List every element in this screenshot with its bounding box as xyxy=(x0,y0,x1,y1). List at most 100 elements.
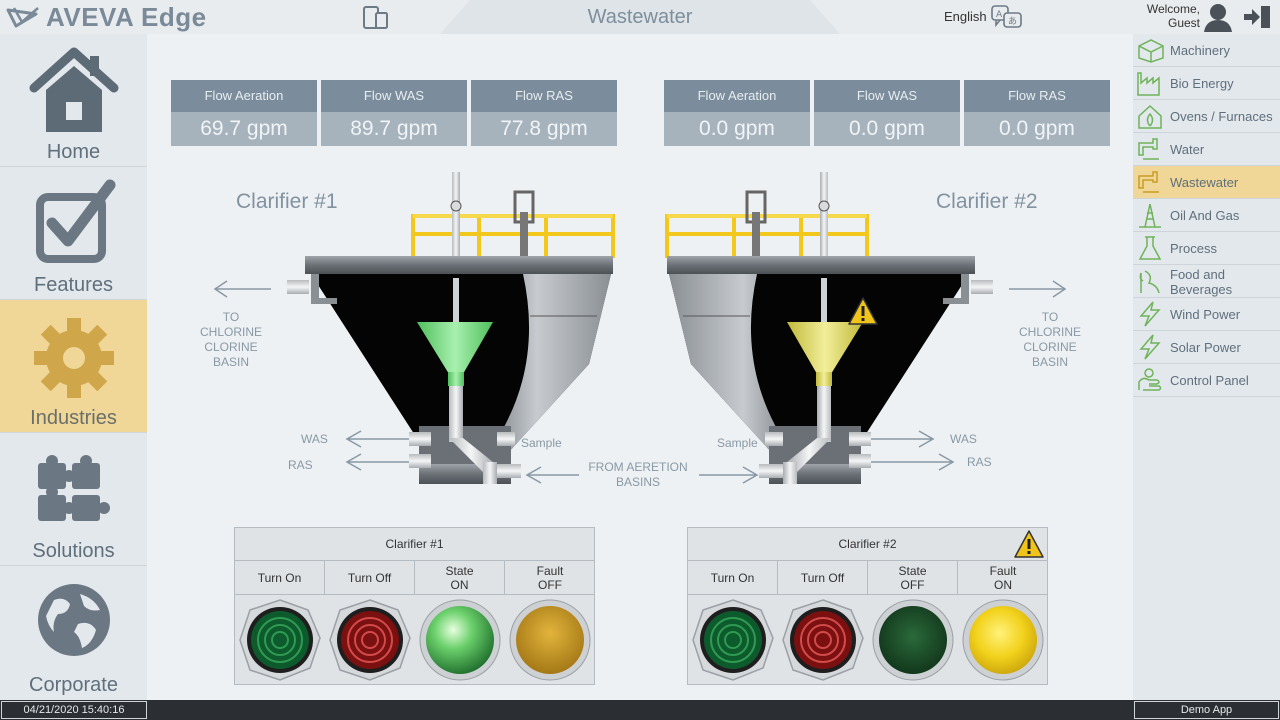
rnav-process[interactable]: Process xyxy=(1133,232,1280,265)
state-label: State xyxy=(445,564,474,578)
header-bar: AVEVA Edge Wastewater English A あ Welcom… xyxy=(0,0,1280,34)
flow-label: Flow Aeration xyxy=(171,80,317,112)
col-fault: Fault OFF xyxy=(505,561,595,595)
col-turn-on: Turn On xyxy=(235,561,325,595)
rnav-label: Wind Power xyxy=(1170,307,1241,322)
state-value: OFF xyxy=(900,578,925,592)
turn-off-button-1[interactable] xyxy=(328,598,412,682)
col-state: State ON xyxy=(415,561,505,595)
fault-indicator-2 xyxy=(962,599,1044,681)
tank-2-warning-icon xyxy=(848,297,878,325)
rnav-machinery[interactable]: Machinery xyxy=(1133,34,1280,67)
nav-solutions[interactable]: Solutions xyxy=(0,433,147,566)
language-selector[interactable]: English xyxy=(944,9,987,24)
wastewater-faucet-icon xyxy=(1138,171,1159,193)
checkbox-icon xyxy=(36,179,116,263)
rnav-label: Process xyxy=(1170,241,1217,256)
to-chlorine-basin-1: TO CHLORINE CLORINE BASIN xyxy=(191,310,271,370)
turn-on-button-1[interactable] xyxy=(238,598,322,682)
nav-corporate[interactable]: Corporate xyxy=(0,566,147,699)
turn-off-button-2[interactable] xyxy=(781,598,865,682)
rnav-label: Control Panel xyxy=(1170,373,1249,388)
rnav-label-line1: Food and xyxy=(1170,267,1225,282)
clarifier-1-title: Clarifier #1 xyxy=(236,190,338,213)
nav-features[interactable]: Features xyxy=(0,167,147,300)
datetime-display: 04/21/2020 15:40:16 xyxy=(1,701,147,719)
rnav-control-panel[interactable]: Control Panel xyxy=(1133,364,1280,397)
flow-label: Flow RAS xyxy=(964,80,1110,112)
lightning-icon xyxy=(1139,334,1161,360)
state-indicator-2 xyxy=(872,599,954,681)
col-turn-off: Turn Off xyxy=(325,561,415,595)
faucet-icon xyxy=(1138,138,1159,160)
nav-solutions-label: Solutions xyxy=(32,540,115,562)
was-label-2: WAS xyxy=(950,432,977,446)
panel-title: Clarifier #1 xyxy=(235,528,594,561)
rnav-label: Wastewater xyxy=(1170,175,1239,190)
label-line: BASINS xyxy=(615,475,660,489)
col-state: State OFF xyxy=(868,561,958,595)
svg-text:あ: あ xyxy=(1008,16,1017,27)
nav-home[interactable]: Home xyxy=(0,34,147,167)
aveva-logo-icon xyxy=(6,7,39,28)
flow-value: 77.8 gpm xyxy=(471,112,617,146)
flow-aeration-1: Flow Aeration 69.7 gpm xyxy=(171,80,317,146)
state-indicator-1 xyxy=(419,599,501,681)
status-bar: 04/21/2020 15:40:16 Demo App xyxy=(0,700,1280,720)
user-icon[interactable] xyxy=(1202,2,1234,32)
rnav-ovens[interactable]: Ovens / Furnaces xyxy=(1133,100,1280,133)
flow-value: 69.7 gpm xyxy=(171,112,317,146)
col-turn-off: Turn Off xyxy=(778,561,868,595)
ras-label-2: RAS xyxy=(967,455,992,469)
label-line: TO xyxy=(1041,310,1059,324)
app-name: Demo App xyxy=(1134,701,1279,719)
flow-ras-2: Flow RAS 0.0 gpm xyxy=(964,80,1110,146)
machinery-icon xyxy=(1138,39,1164,63)
rnav-wind-power[interactable]: Wind Power xyxy=(1133,298,1280,331)
warning-icon xyxy=(1014,530,1044,558)
hand-icon xyxy=(1138,368,1162,391)
device-switch-icon[interactable] xyxy=(362,4,390,30)
clarifier-1-control-panel: Clarifier #1 Turn On Turn Off State ON F… xyxy=(234,527,595,685)
rnav-label: Bio Energy xyxy=(1170,76,1234,91)
clarifier-diagram xyxy=(213,170,1067,486)
fault-label: Fault xyxy=(536,564,564,578)
flow-label: Flow WAS xyxy=(814,80,960,112)
rnav-oil-gas[interactable]: Oil And Gas xyxy=(1133,199,1280,232)
puzzle-icon xyxy=(38,455,110,521)
rnav-water[interactable]: Water xyxy=(1133,133,1280,166)
brand-name: AVEVA Edge xyxy=(46,2,207,32)
rnav-food[interactable]: Food and Beverages xyxy=(1133,265,1280,298)
label-line: CLORINE xyxy=(204,340,258,354)
fault-value: OFF xyxy=(538,578,562,592)
flow-ras-1: Flow RAS 77.8 gpm xyxy=(471,80,617,146)
oven-icon xyxy=(1138,104,1162,129)
col-fault: Fault ON xyxy=(958,561,1048,595)
flow-value: 0.0 gpm xyxy=(664,112,810,146)
rnav-label-line2: Beverages xyxy=(1170,282,1233,297)
sample-label-1: Sample xyxy=(521,436,562,450)
factory-icon xyxy=(1137,72,1160,96)
flow-value: 0.0 gpm xyxy=(964,112,1110,146)
rnav-label: Solar Power xyxy=(1170,340,1241,355)
fault-indicator-1 xyxy=(509,599,591,681)
nav-industries[interactable]: Industries xyxy=(0,300,147,433)
logout-icon[interactable] xyxy=(1242,4,1272,30)
page-title: Wastewater xyxy=(587,6,693,28)
rnav-label: Machinery xyxy=(1170,43,1230,58)
translate-icon[interactable]: A あ xyxy=(990,4,1024,30)
label-line: BASIN xyxy=(212,355,249,369)
clarifier-2-title: Clarifier #2 xyxy=(936,190,1038,213)
user-name: Guest xyxy=(1167,16,1200,30)
welcome-text: Welcome, Guest xyxy=(1130,2,1200,30)
flow-value: 0.0 gpm xyxy=(814,112,960,146)
rnav-bio-energy[interactable]: Bio Energy xyxy=(1133,67,1280,100)
rnav-wastewater[interactable]: Wastewater xyxy=(1133,166,1280,199)
rnav-solar-power[interactable]: Solar Power xyxy=(1133,331,1280,364)
fault-value: ON xyxy=(994,578,1012,592)
food-icon xyxy=(1139,270,1160,294)
label-line: BASIN xyxy=(1031,355,1068,369)
rnav-label: Ovens / Furnaces xyxy=(1170,109,1273,124)
sample-label-2: Sample xyxy=(717,436,758,450)
turn-on-button-2[interactable] xyxy=(691,598,775,682)
